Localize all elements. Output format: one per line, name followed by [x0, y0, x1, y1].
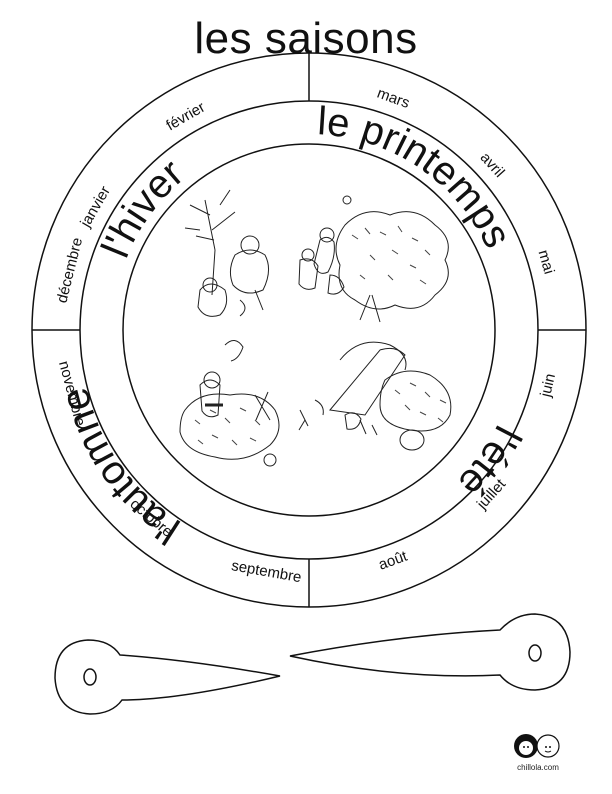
kids-logo-icon — [514, 734, 560, 758]
month-label: septembre — [230, 557, 303, 586]
page-title: les saisons — [194, 14, 418, 63]
season-ring-inner — [122, 143, 496, 517]
month-label: avril — [477, 149, 508, 181]
autumn-scene — [179, 340, 309, 467]
clock-hands — [54, 613, 571, 715]
short-hand-pivot — [83, 668, 97, 686]
summer-scene — [314, 341, 452, 451]
svg-text:l'automne: l'automne — [53, 383, 188, 552]
chillola-logo: chillola.com — [508, 730, 568, 772]
month-label: mai — [534, 248, 557, 276]
short-hand — [54, 639, 281, 715]
season-spring: le printemps — [316, 99, 519, 254]
winter-scene — [184, 189, 269, 317]
seasons-illustration — [179, 189, 452, 467]
month-label: mars — [375, 85, 412, 112]
spring-scene — [298, 195, 449, 323]
outer-ring — [31, 52, 587, 608]
month-label: août — [376, 547, 410, 573]
logo-site-text: chillola.com — [517, 763, 559, 772]
season-summer: l'été — [450, 419, 530, 505]
month-label: février — [163, 99, 208, 135]
season-autumn: l'automne — [53, 383, 188, 552]
long-hand-pivot — [528, 644, 542, 662]
long-hand — [289, 613, 571, 691]
svg-text:le printemps: le printemps — [316, 99, 519, 254]
svg-text:l'été: l'été — [450, 419, 530, 505]
month-label: juin — [537, 372, 559, 400]
month-label: décembre — [53, 236, 86, 305]
